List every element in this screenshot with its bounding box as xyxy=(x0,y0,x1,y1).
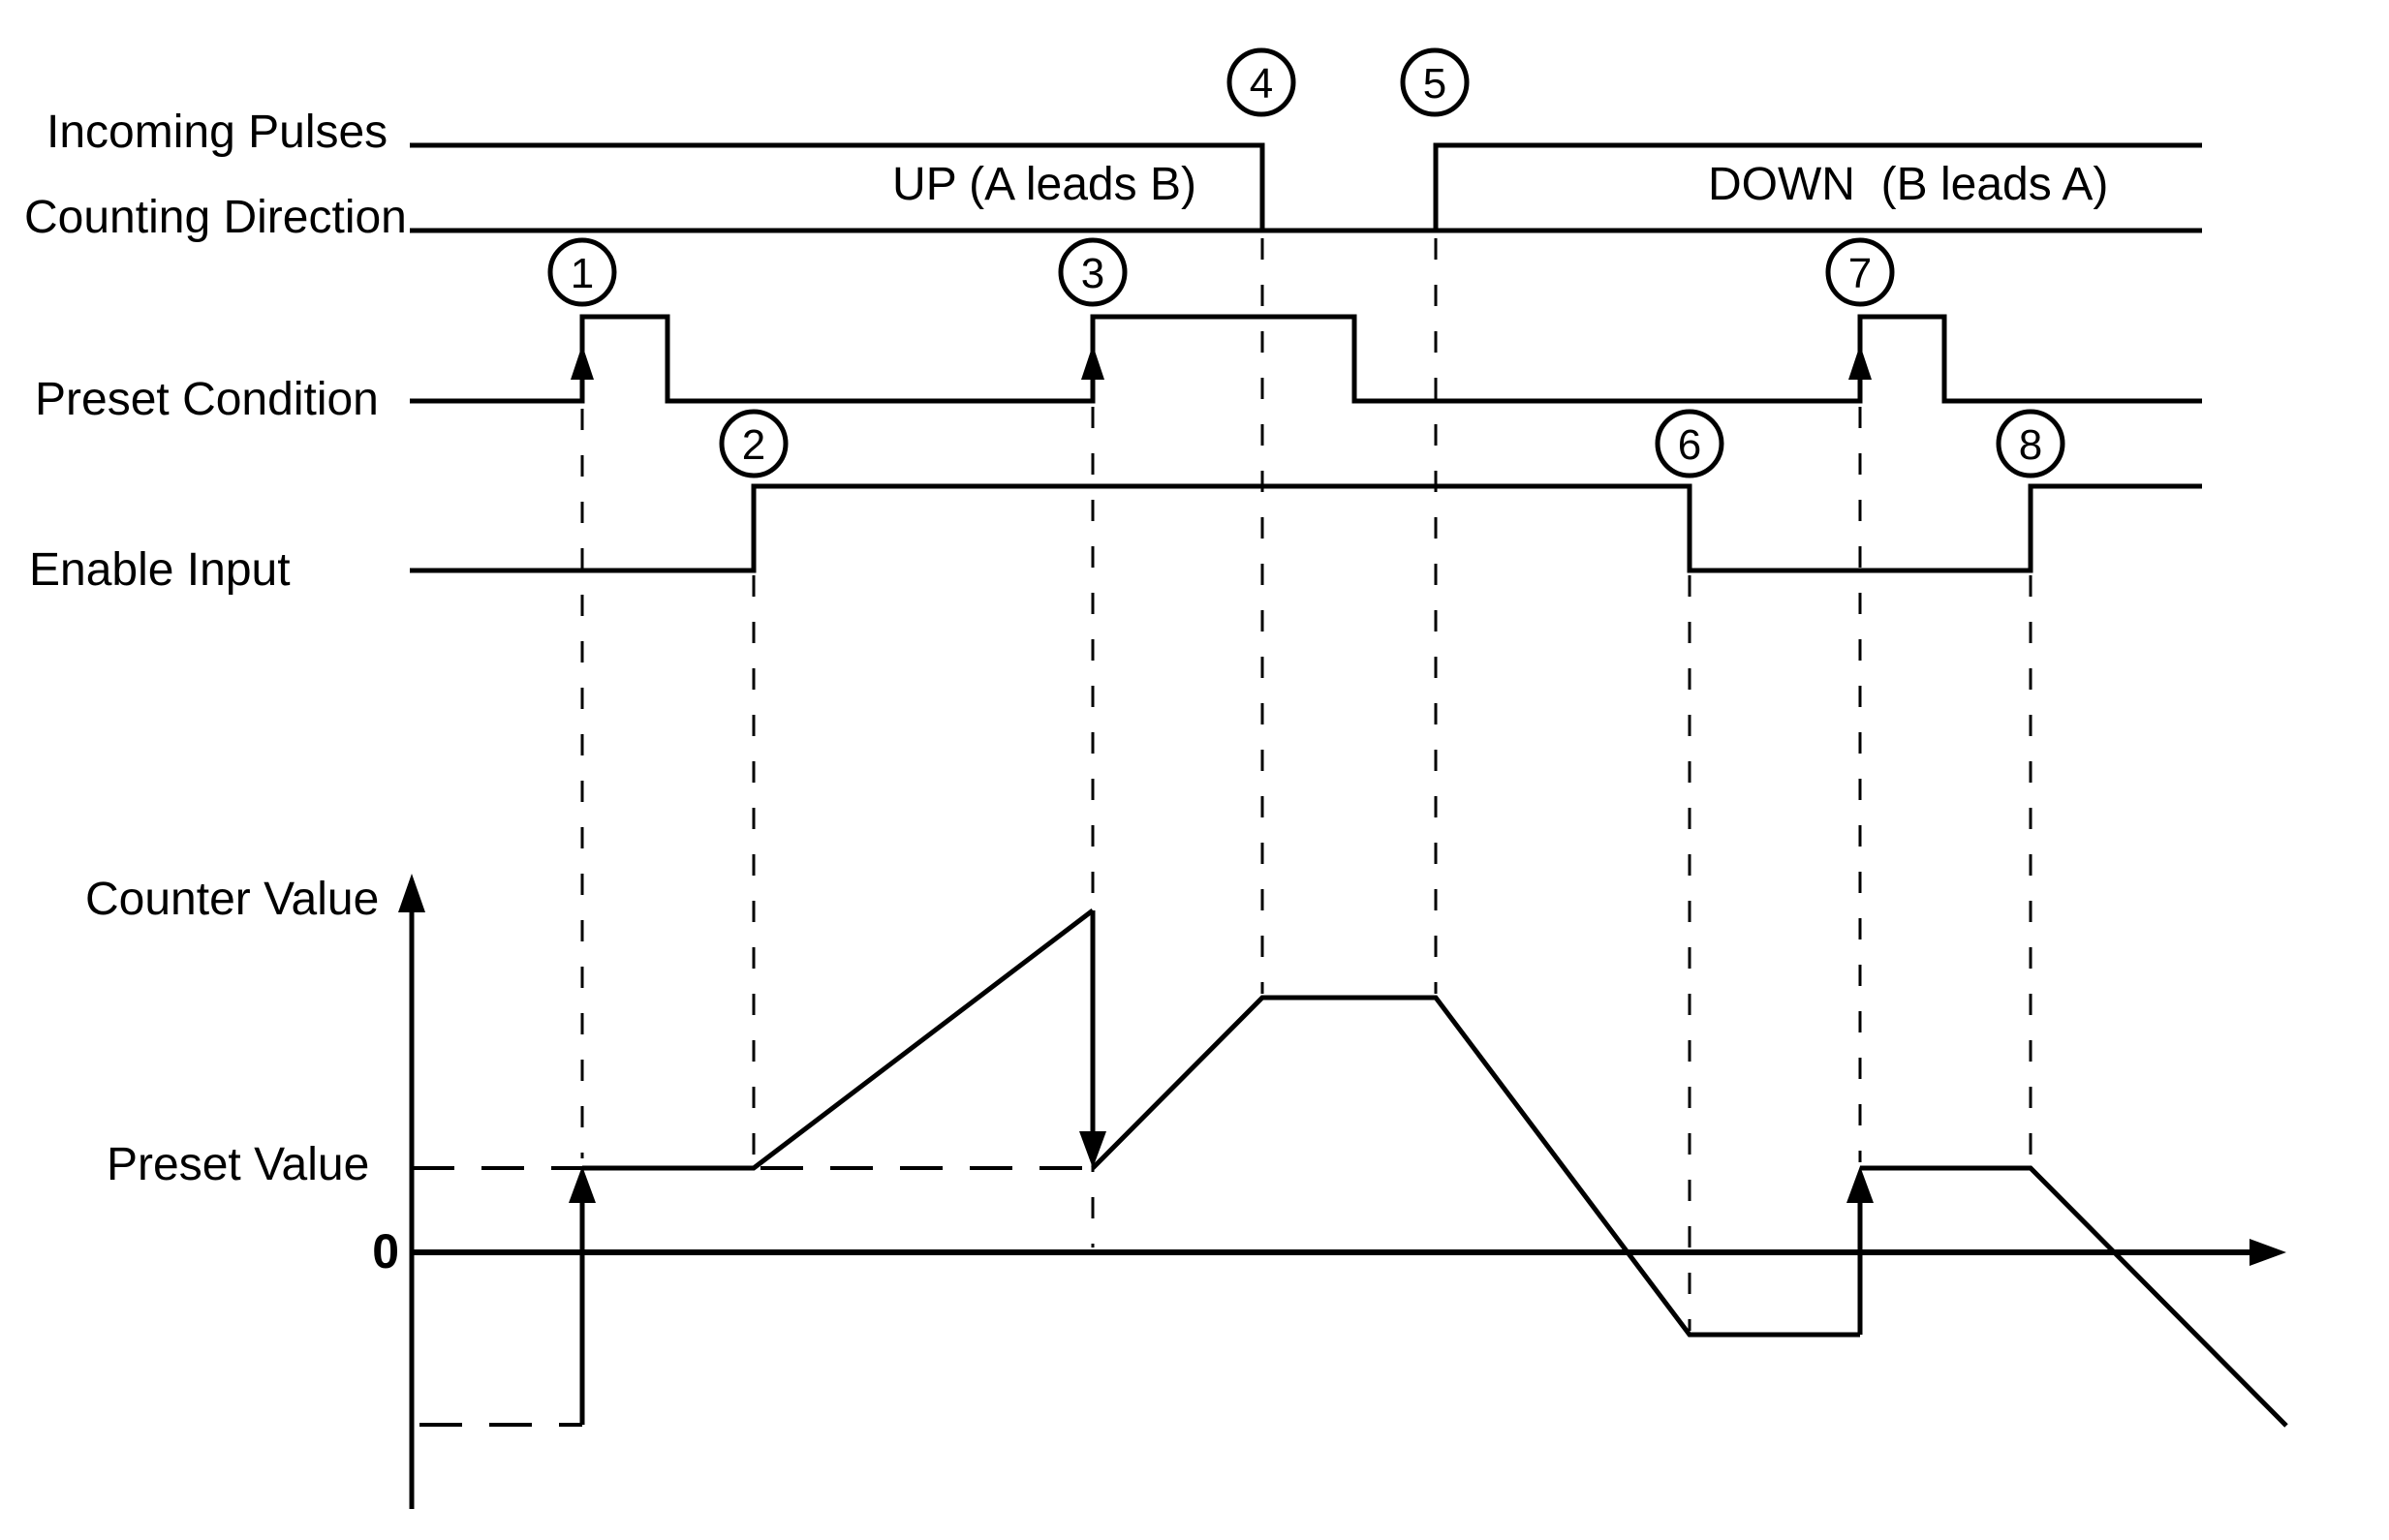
preset-jump-arrow-1-icon xyxy=(569,1166,596,1203)
event-number-5: 5 xyxy=(1423,60,1446,108)
event-circle-5 xyxy=(1400,47,1470,117)
preset-value-label: Preset Value xyxy=(107,1139,369,1190)
event-number-7: 7 xyxy=(1848,250,1872,297)
event-number-4: 4 xyxy=(1250,60,1273,108)
event-circle-7 xyxy=(1825,237,1895,307)
enable-input-trace xyxy=(410,483,2202,573)
preset-jump-arrow-7-icon xyxy=(1846,1166,1874,1203)
event-number-1: 1 xyxy=(571,250,594,297)
event-marker-5: 5 xyxy=(1400,47,1470,117)
event-number-6: 6 xyxy=(1678,421,1701,469)
preset-drop-arrow-3-icon xyxy=(1079,1131,1106,1168)
incoming-pulses-waveform xyxy=(410,142,2202,231)
event-marker-6: 6 xyxy=(1655,409,1724,478)
event-circle-1 xyxy=(547,237,617,307)
counter-trace-mid xyxy=(1091,995,1860,1338)
event-number-2: 2 xyxy=(742,421,765,469)
event-marker-2: 2 xyxy=(719,409,789,478)
event-marker-1: 1 xyxy=(547,237,617,307)
event-circle-8 xyxy=(1996,409,2065,478)
event-markers: 1 2 3 4 5 6 7 8 xyxy=(547,47,2065,478)
enable-input-waveform xyxy=(410,483,2202,573)
preset-condition-waveform xyxy=(410,314,2202,404)
zero-label: 0 xyxy=(372,1224,399,1278)
phase-up-label: UP (A leads B) xyxy=(892,159,1196,210)
counting-direction-label: Counting Direction xyxy=(24,192,407,243)
incoming-pulses-label: Incoming Pulses xyxy=(47,107,388,158)
preset-condition-label: Preset Condition xyxy=(35,374,379,425)
counter-value-plot xyxy=(398,874,2288,1509)
event-circle-3 xyxy=(1058,237,1128,307)
counter-trace-down-tail xyxy=(1860,1165,2288,1428)
preset-rise-arrow-1-icon xyxy=(571,345,594,380)
preset-rise-arrow-7-icon xyxy=(1848,345,1872,380)
x-axis-arrow-icon xyxy=(2249,1239,2286,1266)
incoming-pulses-trace xyxy=(410,142,2202,231)
counter-trace-up-ramp xyxy=(582,909,1095,1171)
event-marker-7: 7 xyxy=(1825,237,1895,307)
event-number-8: 8 xyxy=(2019,421,2042,469)
y-axis-arrow-icon xyxy=(398,874,425,912)
counter-value-label: Counter Value xyxy=(85,874,379,925)
enable-input-label: Enable Input xyxy=(29,544,291,596)
phase-down-label: DOWN (B leads A) xyxy=(1708,159,2108,210)
event-circle-4 xyxy=(1226,47,1296,117)
event-circle-2 xyxy=(719,409,789,478)
preset-rise-arrow-3-icon xyxy=(1081,345,1104,380)
event-circle-6 xyxy=(1655,409,1724,478)
event-marker-3: 3 xyxy=(1058,237,1128,307)
event-number-3: 3 xyxy=(1081,250,1104,297)
event-marker-8: 8 xyxy=(1996,409,2065,478)
event-marker-4: 4 xyxy=(1226,47,1296,117)
preset-condition-trace xyxy=(410,314,2202,404)
